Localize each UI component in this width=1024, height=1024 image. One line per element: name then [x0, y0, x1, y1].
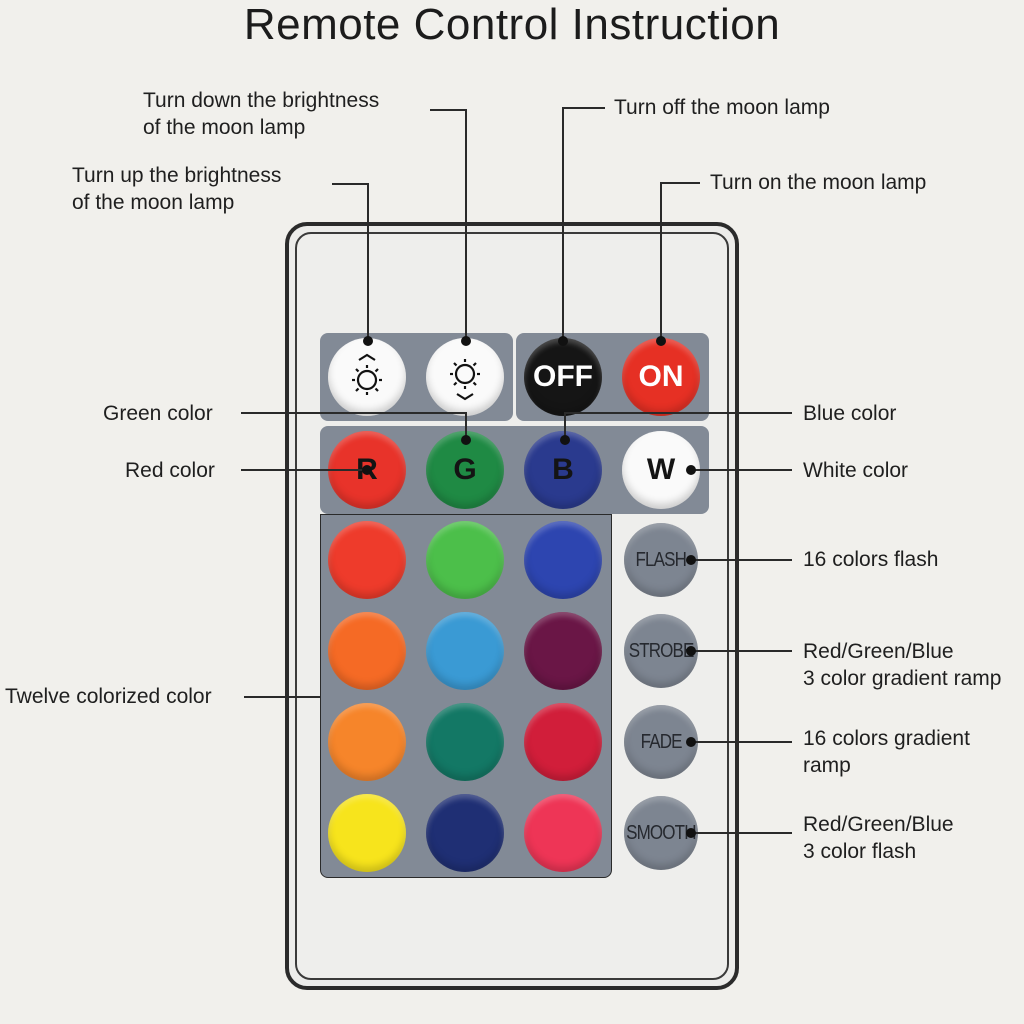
- page-title: Remote Control Instruction: [243, 0, 781, 49]
- leader-dot-green: [461, 435, 471, 445]
- leader-dot-off: [558, 336, 568, 346]
- label-strobe-line1: Red/Green/Blue: [803, 640, 954, 663]
- green-button-label: G: [453, 453, 477, 486]
- color-button-2[interactable]: [426, 521, 504, 599]
- label-white: White color: [803, 459, 909, 482]
- label-brightness-down-line1: Turn down the brightness: [143, 89, 380, 112]
- leader-dot-blue: [560, 435, 570, 445]
- blue-button-label: B: [552, 453, 574, 486]
- brightness-up-button[interactable]: [328, 338, 406, 416]
- label-brightness-up-line1: Turn up the brightness: [72, 164, 282, 187]
- color-button-11[interactable]: [426, 794, 504, 872]
- label-twelve-colors: Twelve colorized color: [5, 685, 212, 708]
- leader-brightness-down-h: [430, 109, 467, 111]
- label-fade-line2: ramp: [803, 754, 851, 777]
- leader-blue-h: [564, 412, 792, 414]
- leader-brightness-up-v: [367, 183, 369, 341]
- label-strobe-line2: 3 color gradient ramp: [803, 667, 1002, 690]
- white-button-label: W: [646, 453, 676, 486]
- smooth-button-label: SMOOTH: [626, 821, 696, 844]
- leader-brightness-up-h: [332, 183, 369, 185]
- leader-strobe: [690, 650, 792, 652]
- label-blue: Blue color: [803, 402, 897, 425]
- leader-dot-red: [362, 465, 372, 475]
- color-button-4[interactable]: [328, 612, 406, 690]
- leader-dot-white: [686, 465, 696, 475]
- leader-smooth: [690, 832, 792, 834]
- on-button[interactable]: ON: [622, 338, 700, 416]
- leader-off-v: [562, 107, 564, 341]
- brightness-down-button[interactable]: [426, 338, 504, 416]
- leader-on-v: [660, 182, 662, 341]
- label-brightness-up-line2: of the moon lamp: [72, 191, 235, 214]
- strobe-button[interactable]: STROBE: [624, 614, 698, 688]
- color-button-12[interactable]: [524, 794, 602, 872]
- leader-green-h: [241, 412, 467, 414]
- leader-dot-brightness-up: [363, 336, 373, 346]
- leader-white: [690, 469, 792, 471]
- label-smooth-line2: 3 color flash: [803, 840, 917, 863]
- color-button-7[interactable]: [328, 703, 406, 781]
- label-green: Green color: [103, 402, 213, 425]
- leader-dot-brightness-down: [461, 336, 471, 346]
- on-button-label: ON: [638, 360, 684, 393]
- color-button-8[interactable]: [426, 703, 504, 781]
- leader-on-h: [660, 182, 700, 184]
- leader-green-v: [465, 412, 467, 440]
- color-button-3[interactable]: [524, 521, 602, 599]
- leader-flash: [690, 559, 792, 561]
- label-smooth-line1: Red/Green/Blue: [803, 813, 954, 836]
- brightness-up-icon: [352, 353, 382, 395]
- strobe-button-label: STROBE: [628, 639, 695, 662]
- leader-twelve-colors: [244, 696, 321, 698]
- label-brightness-down-line2: of the moon lamp: [143, 116, 306, 139]
- leader-dot-strobe: [686, 646, 696, 656]
- leader-off-h: [562, 107, 605, 109]
- label-red: Red color: [125, 459, 215, 482]
- leader-fade: [690, 741, 792, 743]
- leader-dot-smooth: [686, 828, 696, 838]
- off-button[interactable]: OFF: [524, 338, 602, 416]
- flash-button[interactable]: FLASH: [624, 523, 698, 597]
- fade-button[interactable]: FADE: [624, 705, 698, 779]
- label-flash: 16 colors flash: [803, 548, 939, 571]
- color-button-5[interactable]: [426, 612, 504, 690]
- color-button-6[interactable]: [524, 612, 602, 690]
- brightness-down-icon: [450, 359, 480, 401]
- color-button-9[interactable]: [524, 703, 602, 781]
- flash-button-label: FLASH: [635, 548, 687, 571]
- leader-blue-v: [564, 412, 566, 440]
- leader-dot-fade: [686, 737, 696, 747]
- color-button-10[interactable]: [328, 794, 406, 872]
- label-fade-line1: 16 colors gradient: [803, 727, 970, 750]
- color-button-1[interactable]: [328, 521, 406, 599]
- smooth-button[interactable]: SMOOTH: [624, 796, 698, 870]
- leader-red: [241, 469, 367, 471]
- label-off: Turn off the moon lamp: [614, 96, 830, 119]
- leader-brightness-down-v: [465, 109, 467, 341]
- off-button-label: OFF: [533, 360, 593, 393]
- leader-dot-flash: [686, 555, 696, 565]
- leader-dot-on: [656, 336, 666, 346]
- label-on: Turn on the moon lamp: [710, 171, 927, 194]
- fade-button-label: FADE: [640, 730, 682, 753]
